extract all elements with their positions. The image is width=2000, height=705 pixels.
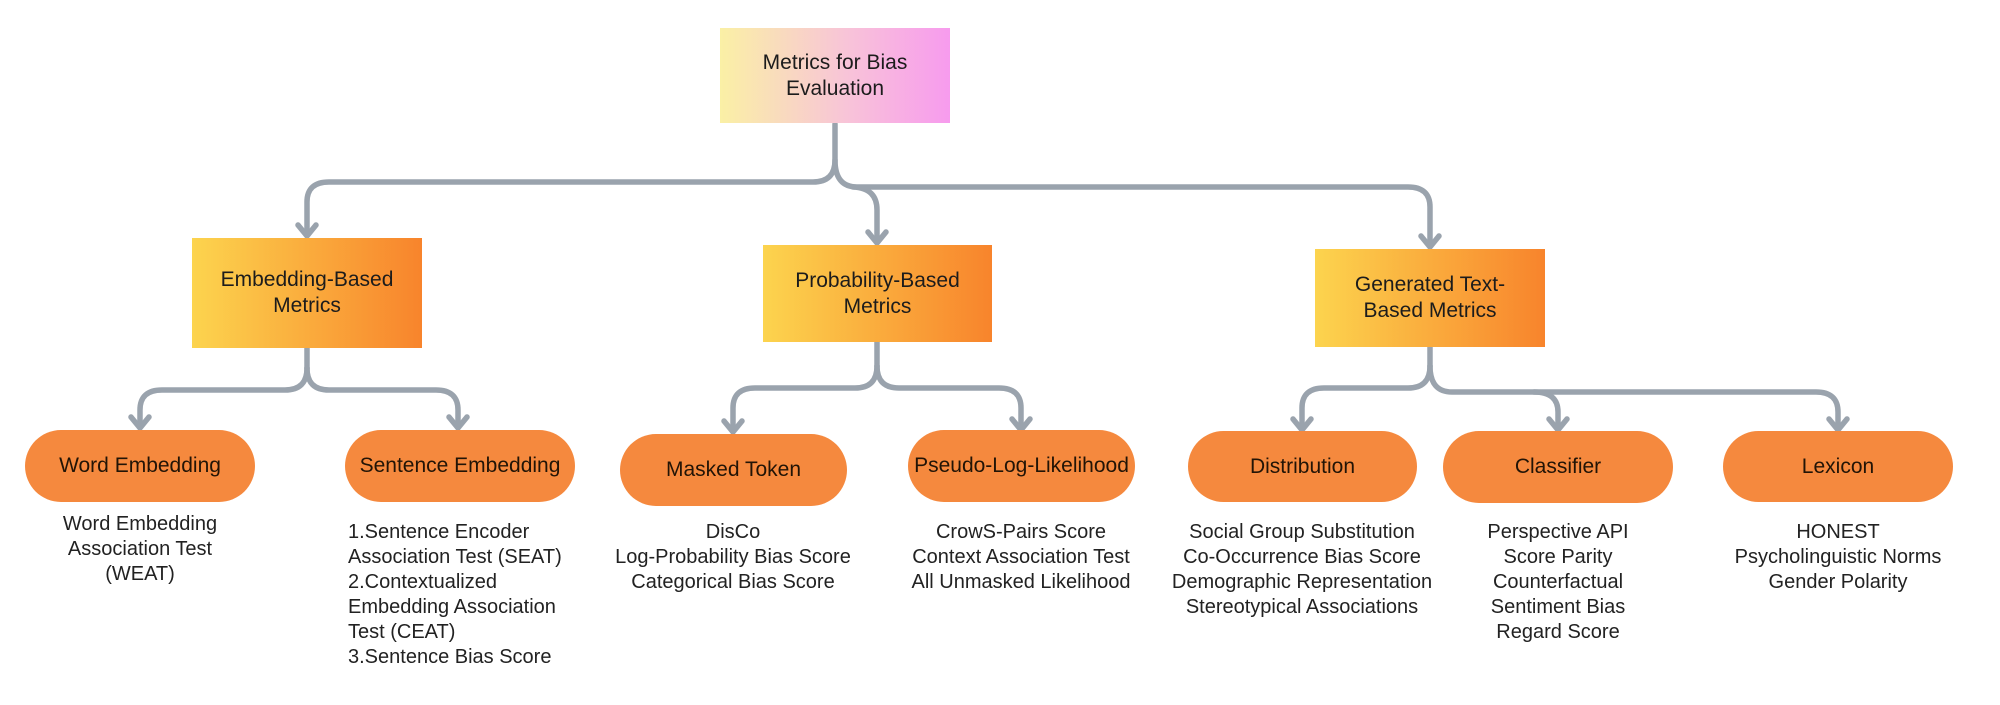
branch-node-label: Embedding-Based Metrics	[220, 268, 394, 317]
leaf-pill-label: Distribution	[1249, 454, 1356, 478]
leaf-pill-distribution: Distribution	[1188, 431, 1417, 502]
connector-generated-classifier	[1531, 389, 1561, 427]
arrowhead	[295, 222, 319, 239]
root-node: Metrics for Bias Evaluation	[720, 28, 950, 123]
connector-root-generated	[832, 157, 1433, 244]
branch-node-probability: Probability-Based Metrics	[763, 245, 992, 342]
connector-generated-lexicon	[1427, 363, 1841, 427]
arrowhead	[1546, 416, 1570, 433]
leaf-pill-label: Classifier	[1514, 455, 1602, 478]
leaf-list-pseudo-log-likelihood: CrowS-Pairs Score Context Association Te…	[911, 521, 1131, 593]
branch-node-embedding: Embedding-Based Metrics	[192, 238, 422, 348]
root-node-label: Metrics for Bias Evaluation	[762, 50, 908, 100]
leaf-list-lexicon: HONEST Psycholinguistic Norms Gender Pol…	[1734, 521, 1942, 593]
leaf-list-distribution: Social Group Substitution Co-Occurrence …	[1171, 521, 1433, 618]
leaf-pill-classifier: Classifier	[1443, 431, 1673, 503]
connector-root-embedding	[304, 121, 838, 233]
arrowhead	[446, 414, 470, 431]
arrowhead	[865, 229, 889, 246]
leaf-pill-label: Pseudo-Log-Likelihood	[914, 454, 1129, 477]
connector-embedding-sentence	[304, 365, 461, 425]
arrowhead	[1418, 233, 1442, 250]
connector-probability-pseudo	[874, 363, 1024, 427]
leaf-pill-label: Sentence Embedding	[359, 454, 561, 477]
branch-node-label: Generated Text-Based Metrics	[1354, 273, 1506, 322]
leaf-pill-label: Word Embedding	[59, 454, 221, 477]
leaf-pill-label: Lexicon	[1801, 454, 1875, 478]
leaf-pill-pseudo-log-likelihood: Pseudo-Log-Likelihood	[908, 430, 1135, 502]
arrowhead	[721, 418, 745, 435]
connector-embedding-word	[137, 365, 310, 425]
leaf-list-sentence-embedding: 1.Sentence Encoder Association Test (SEA…	[348, 521, 562, 668]
connector-probability-masked	[730, 363, 880, 429]
connector-root-probability	[850, 184, 880, 240]
branch-node-label: Probability-Based Metrics	[795, 268, 960, 318]
branch-node-generated: Generated Text-Based Metrics	[1315, 249, 1545, 347]
arrowhead	[128, 414, 152, 431]
leaf-pill-sentence-embedding: Sentence Embedding	[345, 430, 575, 502]
arrowhead	[1290, 416, 1314, 433]
leaf-pill-lexicon: Lexicon	[1723, 431, 1953, 502]
leaf-pill-word-embedding: Word Embedding	[25, 430, 255, 502]
leaf-list-masked-token: DisCo Log-Probability Bias Score Categor…	[615, 521, 851, 593]
arrowhead	[1826, 416, 1850, 433]
leaf-pill-label: Masked Token	[665, 458, 802, 481]
leaf-list-classifier: Perspective API Score Parity Counterfact…	[1487, 521, 1629, 643]
connector-generated-distribution	[1299, 363, 1433, 427]
leaf-pill-masked-token: Masked Token	[620, 434, 847, 506]
leaf-list-word-embedding: Word Embedding Association Test (WEAT)	[62, 513, 218, 585]
